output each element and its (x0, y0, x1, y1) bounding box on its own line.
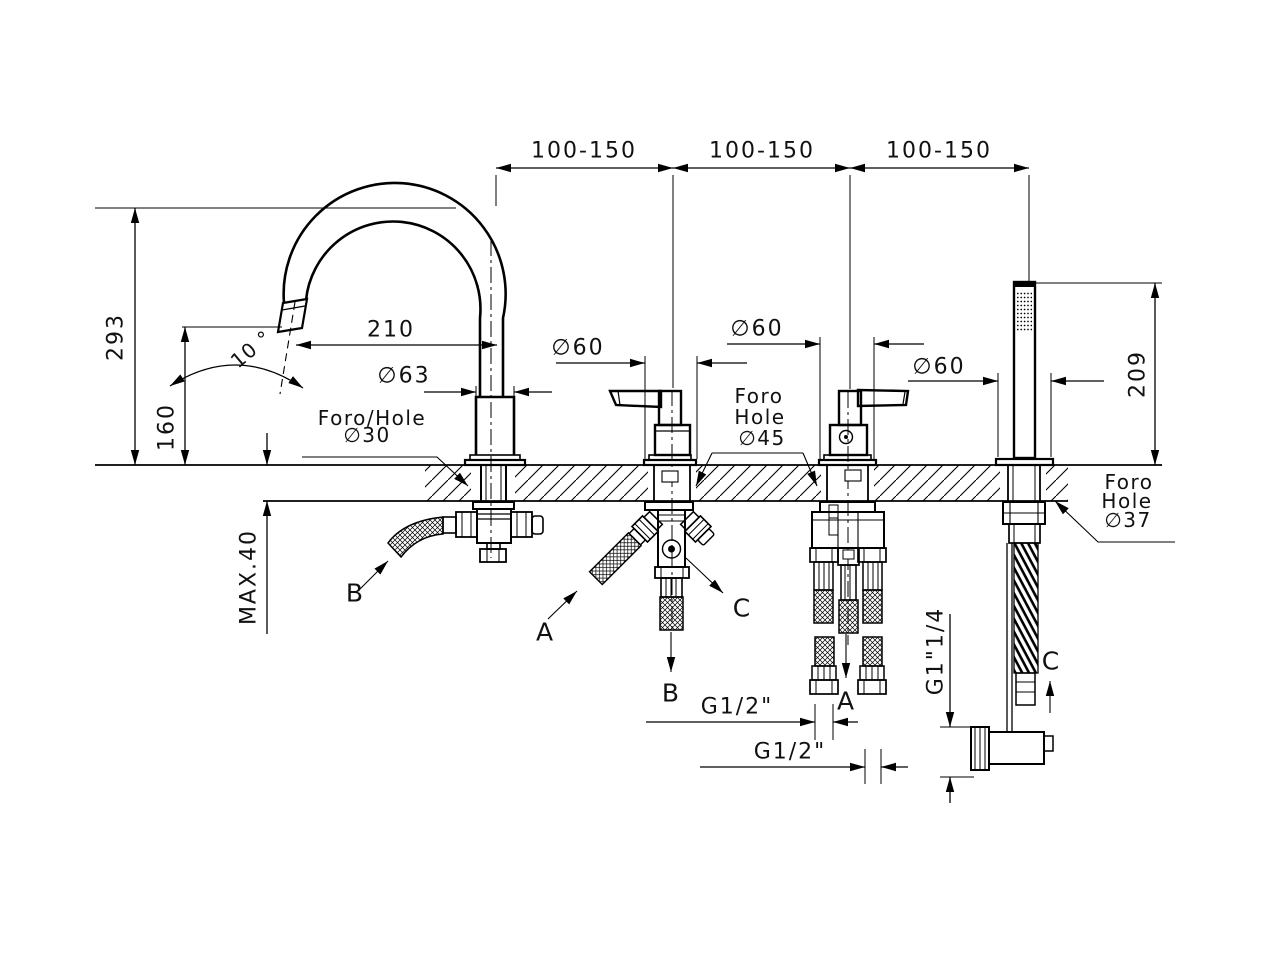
hole-spout-dia: ∅30 (343, 423, 391, 447)
hole-handles-label-2: Hole (734, 405, 786, 429)
dim-valve-left-dia: ∅60 (551, 335, 605, 361)
label-connection-a-valve: A (836, 686, 856, 716)
dim-thread-g12-1: G1/2" (700, 694, 774, 720)
dim-handshower-height: 209 (1125, 350, 1151, 398)
deck-section (95, 464, 1162, 502)
handshower-flex-hose (1013, 542, 1039, 674)
label-connection-b-spout: B (345, 578, 365, 608)
valve-left-port-a (588, 510, 664, 586)
dim-spout-reach: 210 (367, 317, 415, 343)
dim-spacing-2: 100-150 (709, 138, 815, 164)
dim-thread-g114: G1"1/4 (923, 606, 949, 696)
dim-handshower-dia: ∅60 (912, 354, 966, 380)
valve-left (588, 389, 715, 631)
label-connection-c-diverter: C (732, 593, 752, 623)
dim-spacing-3: 100-150 (886, 138, 992, 164)
dim-spout-base-dia: ∅63 (377, 363, 431, 389)
dim-max-deck-thickness: MAX.40 (236, 528, 262, 626)
label-connection-c-shower: C (1041, 646, 1061, 676)
dim-thread-g12-2: G1/2" (753, 739, 827, 765)
centerlines (490, 240, 849, 645)
hole-handshower-label-2: Hole (1101, 489, 1153, 513)
valve-right (809, 388, 910, 695)
hole-handles-dia: ∅45 (738, 426, 786, 450)
hole-handshower-label-1: Foro (1104, 470, 1154, 494)
valve-left-port-c (679, 510, 715, 546)
spout (276, 181, 544, 563)
label-connection-a-spout: A (535, 617, 555, 647)
dim-outlet-height: 160 (154, 403, 180, 451)
valve-left-lever (608, 389, 663, 409)
dim-spout-height: 293 (103, 313, 129, 361)
elbow-connector (970, 726, 1054, 771)
handshower-sprayface (1017, 292, 1032, 332)
valve-right-lever (856, 388, 910, 408)
hole-handshower-dia: ∅37 (1104, 508, 1152, 532)
label-connection-b-diverter: B (661, 678, 681, 708)
hole-handles-label-1: Foro (734, 384, 784, 408)
spout-hose-b (387, 516, 444, 559)
hole-spout-label: Foro/Hole (317, 406, 427, 430)
dim-spacing-1: 100-150 (531, 138, 637, 164)
handshower (970, 280, 1055, 771)
dim-valve-right-dia: ∅60 (730, 316, 784, 342)
valve-left-hose-b (659, 596, 684, 631)
dimension-lines (95, 163, 1175, 803)
